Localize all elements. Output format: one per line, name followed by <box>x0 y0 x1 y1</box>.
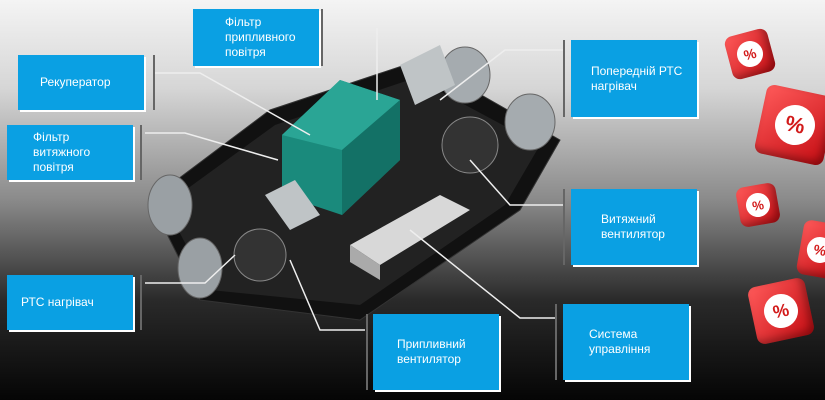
percent-icon: % <box>771 101 819 149</box>
percent-icon: % <box>744 191 772 219</box>
label-text: Фільтр витяжного повітря <box>33 130 91 174</box>
label-text: РТС нагрівач <box>21 295 94 309</box>
percent-icon: % <box>760 290 802 332</box>
percent-icon: % <box>804 234 825 265</box>
percent-die: % <box>746 276 816 346</box>
label-exhaust-fan: Витяжний вентилятор <box>571 189 697 265</box>
label-text: Фільтр припливного повітря <box>225 15 296 59</box>
label-supply-filter: Фільтр припливного повітря <box>193 9 319 66</box>
label-control-system: Система управління <box>563 304 689 380</box>
label-pre-ptc-heater: Попередній РТС нагрівач <box>571 40 697 117</box>
label-text: Система управління <box>589 327 651 356</box>
label-text: Витяжний вентилятор <box>601 212 665 241</box>
label-text: Рекуператор <box>40 75 111 89</box>
label-supply-fan: Припливний вентилятор <box>373 314 499 390</box>
label-recuperator: Рекуператор <box>18 55 144 110</box>
label-text: Попередній РТС нагрівач <box>591 63 683 93</box>
percent-icon: % <box>734 38 766 70</box>
percent-die: % <box>753 83 825 167</box>
label-exhaust-filter: Фільтр витяжного повітря <box>7 125 133 180</box>
label-ptc-heater: РТС нагрівач <box>7 275 133 330</box>
label-text: Припливний вентилятор <box>397 337 466 366</box>
percent-die: % <box>734 181 782 229</box>
